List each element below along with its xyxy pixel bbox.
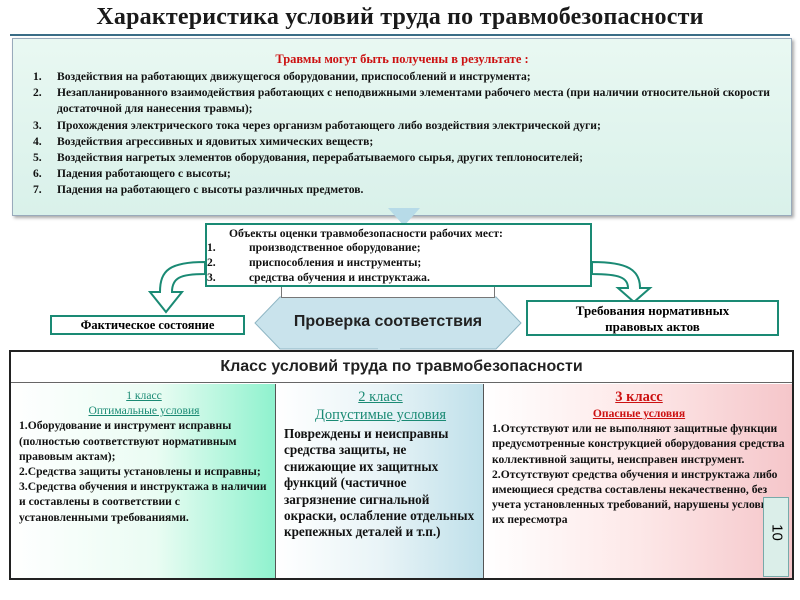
class-table-header: Класс условий труда по травмобезопасност… xyxy=(11,352,792,383)
page-number-badge: 10 xyxy=(763,497,789,577)
class-3-subtitle: Опасные условия xyxy=(592,407,686,420)
right-curved-arrow-icon xyxy=(591,260,653,304)
class-1-title: 1 класс xyxy=(126,389,162,402)
list-item: 1.Воздействия на работающих движущегося … xyxy=(33,70,531,83)
assessment-objects-box: Объекты оценки травмобезопасности рабочи… xyxy=(205,223,592,287)
class-1-subtitle: Оптимальные условия xyxy=(88,404,200,418)
list-item: 1.производственное оборудование; xyxy=(207,241,421,254)
class-2-column: 2 класс Допустимые условия Повреждены и … xyxy=(275,384,483,578)
list-item: 5.Воздействия нагретых элементов оборудо… xyxy=(33,151,583,165)
page-number: 10 xyxy=(768,524,786,541)
list-item: 2.Незапланированного взаимодействия рабо… xyxy=(33,86,770,116)
page-title: Характеристика условий труда по травмобе… xyxy=(96,4,704,30)
requirements-line-1: Требования нормативных xyxy=(575,303,730,318)
injury-causes-list: 1.Воздействия на работающих движущегося … xyxy=(33,69,783,199)
funnel-arrow-icon xyxy=(388,208,420,226)
class-1-item: 3.Средства обучения и инструктажа в нали… xyxy=(19,480,267,524)
class-3-title: 3 класс xyxy=(615,389,663,405)
list-item: 7.Падения на работающего с высоты различ… xyxy=(33,183,364,197)
regulatory-requirements-box: Требования нормативных правовых актов xyxy=(526,300,779,336)
class-1-item: 1.Оборудование и инструмент исправны (по… xyxy=(19,419,237,463)
class-2-subtitle: Допустимые условия xyxy=(314,407,447,423)
class-2-title: 2 класс xyxy=(358,389,403,405)
list-item: 3.Прохождения электрического тока через … xyxy=(33,118,601,132)
class-1-item: 2.Средства защиты установлены и исправны… xyxy=(19,465,261,479)
requirements-line-2: правовых актов xyxy=(605,319,700,334)
list-item: 4.Воздействия агрессивных и ядовитых хим… xyxy=(33,134,374,148)
left-curved-arrow-icon xyxy=(147,260,206,314)
class-3-item: 1.Отсутствуют или не выполняют защитные … xyxy=(492,422,785,466)
class-2-body: Повреждены и неисправны средства защиты,… xyxy=(284,426,475,540)
class-3-column: 3 класс Опасные условия 1.Отсутствуют ил… xyxy=(483,384,792,578)
assessment-objects-list: 1.производственное оборудование; 2.присп… xyxy=(207,240,590,285)
injury-causes-heading: Травмы могут быть получены в результате … xyxy=(275,52,529,66)
list-item: 6.Падения работающего с высоты; xyxy=(33,167,231,181)
class-table: Класс условий труда по травмобезопасност… xyxy=(9,350,794,580)
title-divider xyxy=(10,34,790,36)
injury-causes-box: Травмы могут быть получены в результате … xyxy=(12,38,792,216)
compliance-check-label: Проверка соответствия xyxy=(293,313,483,330)
class-3-item: 2.Отсутствуют средства обучения и инстру… xyxy=(492,467,778,527)
assessment-objects-heading: Объекты оценки травмобезопасности рабочи… xyxy=(229,227,503,240)
list-item: 2.приспособления и инструменты; xyxy=(207,256,422,269)
class-1-column: 1 класс Оптимальные условия 1.Оборудован… xyxy=(11,384,275,578)
list-item: 3.средства обучения и инструктажа. xyxy=(207,271,430,284)
objects-shadow-box xyxy=(281,287,495,298)
actual-state-box: Фактическое состояние xyxy=(50,315,245,335)
